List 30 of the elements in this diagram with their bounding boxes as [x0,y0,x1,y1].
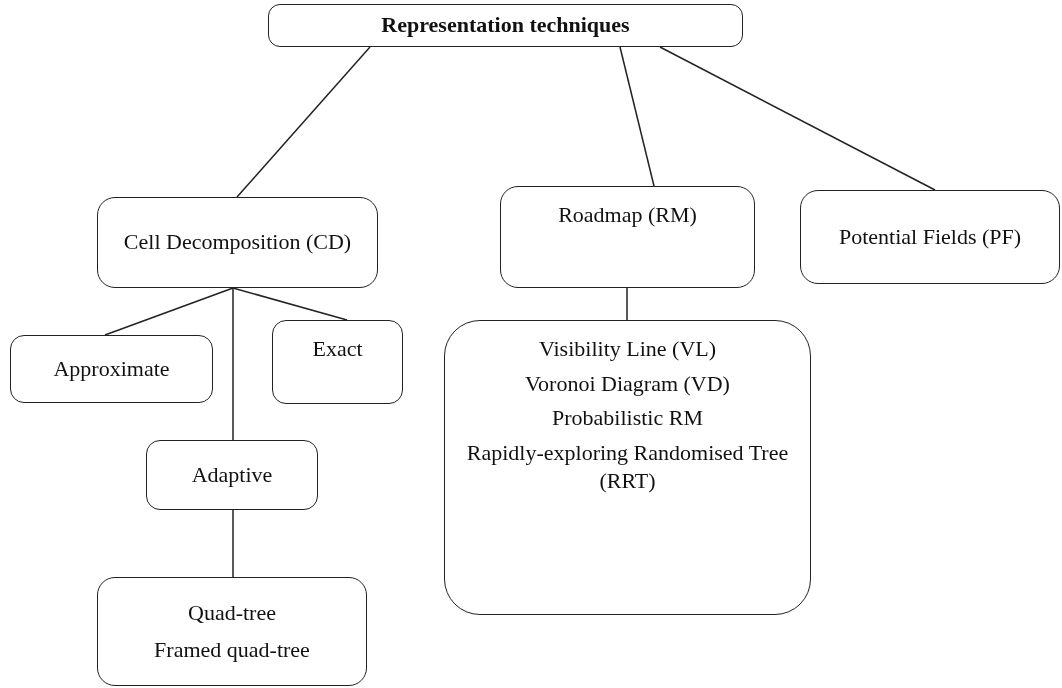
connector-line [619,46,655,187]
node-label: Rapidly-exploring Randomised Tree (RRT) [465,438,790,496]
connector-line [659,46,936,191]
node-label: Potential Fields (PF) [838,222,1022,251]
node-label: Voronoi Diagram (VD) [525,369,730,398]
rounded-box [444,320,811,615]
rounded-box [97,197,378,288]
node-label: Exact [312,335,363,363]
rounded-box [272,320,403,404]
node-label: Adaptive [191,460,273,489]
rounded-box [97,577,367,686]
connector-line [236,46,371,198]
node-label: Representation techniques [381,11,630,40]
node-label: Visibility Line (VL) [538,335,717,363]
connector-line [104,287,234,336]
node-label: Quad-tree [188,598,276,627]
connector-line [232,287,348,321]
connector-line [232,287,234,441]
connector-line [626,287,628,321]
rounded-box [10,335,213,403]
rounded-box [268,4,743,47]
node-label: Cell Decomposition (CD) [123,228,352,257]
node-label: Approximate [53,354,170,383]
connector-line [232,509,234,578]
node-label: Framed quad-tree [154,635,310,664]
node-label: Roadmap (RM) [558,201,697,229]
rounded-box [146,440,318,510]
rounded-box [500,186,755,288]
node-label: Probabilistic RM [552,404,703,433]
rounded-box [800,190,1060,284]
